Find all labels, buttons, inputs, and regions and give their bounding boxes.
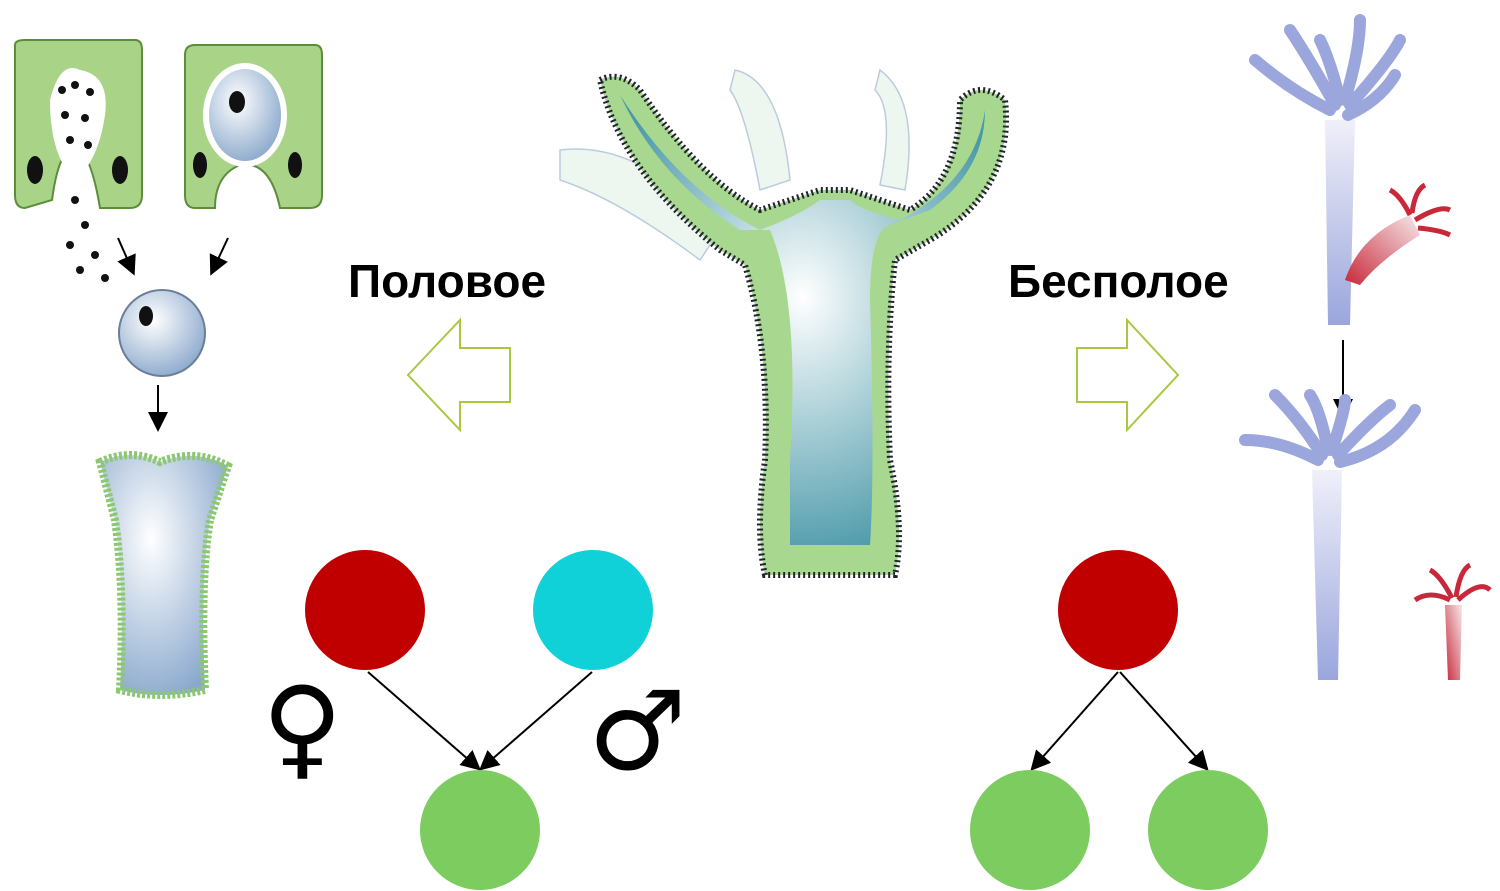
sperm-producing-cell xyxy=(14,39,143,282)
asexual-parent-circle xyxy=(1058,550,1178,670)
arrow-parent-to-offspring-right xyxy=(1119,671,1209,771)
sexual-reproduction-label: Половое xyxy=(348,255,547,307)
sexual-direction-arrow xyxy=(406,317,511,433)
arrow-sperm-to-zygote xyxy=(117,237,136,276)
asexual-reproduction-label: Бесполое xyxy=(1008,255,1229,307)
egg-producing-cell xyxy=(184,44,323,209)
female-symbol-icon: ♀ xyxy=(262,663,343,791)
sexual-offspring-circle xyxy=(420,770,540,890)
young-hydra-embryo xyxy=(95,451,233,699)
arrow-egg-to-zygote xyxy=(209,237,229,276)
asexual-direction-arrow xyxy=(1076,317,1180,433)
hydra-after-budding xyxy=(1239,389,1492,680)
central-hydra xyxy=(559,68,1009,578)
zygote xyxy=(118,289,206,377)
arrow-parent-to-offspring-left xyxy=(1030,671,1119,771)
asexual-offspring-circle-left xyxy=(970,770,1090,890)
male-symbol-icon: ♂ xyxy=(588,667,687,795)
arrow-male-to-offspring xyxy=(478,671,593,771)
asexual-offspring-circle-right xyxy=(1148,770,1268,890)
female-parent-circle xyxy=(305,550,425,670)
male-parent-circle xyxy=(533,550,653,670)
hydra-with-bud xyxy=(1249,14,1452,325)
arrow-female-to-offspring xyxy=(367,671,482,771)
